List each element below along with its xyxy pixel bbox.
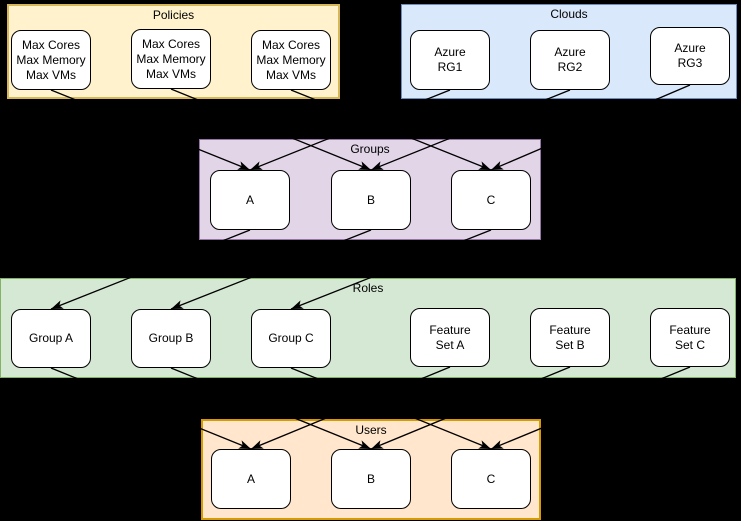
node-user-a: A: [211, 449, 291, 509]
node-cloud-rg3: Azure RG3: [650, 27, 730, 85]
node-cloud-rg1: Azure RG1: [410, 30, 490, 90]
node-cloud-rg2: Azure RG2: [530, 30, 610, 90]
container-title-clouds: Clouds: [550, 7, 588, 21]
node-feature-set-c: Feature Set C: [650, 308, 730, 367]
node-role-group-b: Group B: [131, 309, 211, 368]
node-policy-2: Max Cores Max Memory Max VMs: [131, 29, 211, 89]
node-user-b: B: [331, 449, 411, 509]
node-role-group-a: Group A: [11, 309, 91, 368]
container-roles: Roles: [0, 278, 736, 378]
node-group-a: A: [210, 170, 290, 230]
container-title-roles: Roles: [352, 281, 384, 295]
container-title-users: Users: [355, 423, 387, 437]
container-title-groups: Groups: [350, 142, 390, 156]
node-feature-set-b: Feature Set B: [530, 308, 610, 367]
node-role-group-c: Group C: [251, 309, 331, 368]
node-user-c: C: [451, 449, 531, 509]
node-feature-set-a: Feature Set A: [410, 308, 490, 367]
node-group-c: C: [451, 170, 531, 230]
node-group-b: B: [331, 170, 411, 230]
node-policy-1: Max Cores Max Memory Max VMs: [11, 30, 91, 90]
container-title-policies: Policies: [152, 8, 195, 22]
node-policy-3: Max Cores Max Memory Max VMs: [251, 30, 331, 90]
